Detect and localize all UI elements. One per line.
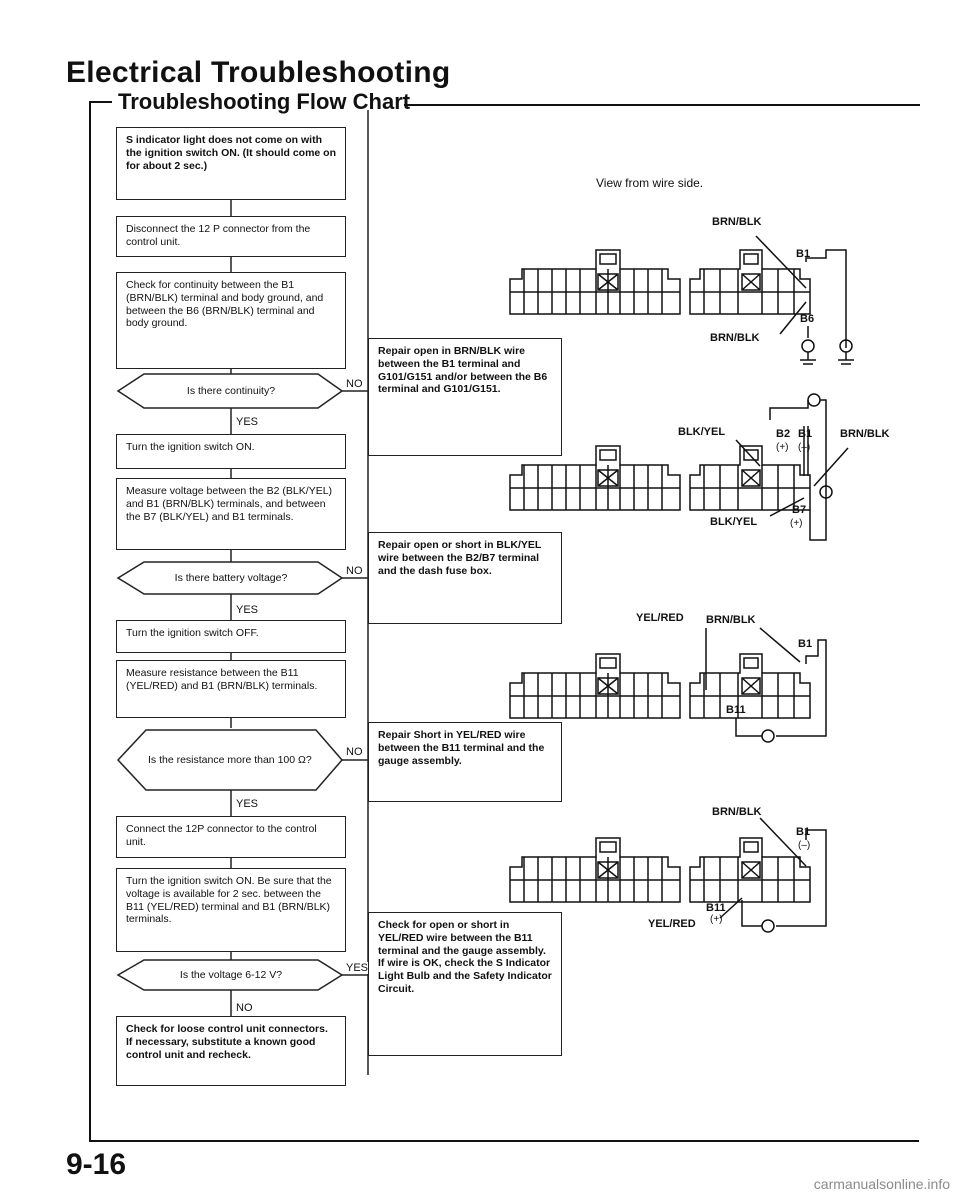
connector-12p-small-4 [689, 837, 811, 903]
connector-12p-large-2 [509, 445, 681, 511]
step-check-control-unit: Check for loose control unit connectors.… [116, 1016, 346, 1086]
d3-label-yel-red: YEL/RED [636, 612, 684, 624]
page-title: Electrical Troubleshooting [66, 56, 451, 89]
diagram4-wires [719, 817, 827, 933]
d3-label-b11: B11 [726, 704, 746, 716]
page-number: 9-16 [66, 1148, 127, 1181]
answer-no-1: NO [346, 378, 363, 390]
step-disconnect: Disconnect the 12 P connector from the c… [116, 216, 346, 257]
decision-diamond-4 [116, 959, 344, 991]
subtitle-rule-left [90, 101, 112, 103]
d2-label-b2: B2 [776, 428, 791, 440]
step-ignition-on: Turn the ignition switch ON. [116, 434, 346, 469]
step-symptom: S indicator light does not come on with … [116, 127, 346, 200]
step-measure-resistance: Measure resistance between the B11 (YEL/… [116, 660, 346, 718]
decision-diamond-2 [116, 561, 344, 595]
section-subtitle: Troubleshooting Flow Chart [118, 89, 411, 114]
d1-label-brn-blk-top: BRN/BLK [712, 216, 762, 228]
d3-label-brn-blk: BRN/BLK [706, 614, 756, 626]
d2-label-b2-polarity: (+) [776, 442, 789, 453]
answer-yes-2: YES [236, 604, 259, 616]
answer-yes-1: YES [236, 416, 259, 428]
d2-label-blk-yel-bottom: BLK/YEL [710, 516, 758, 528]
d4-label-yel-red: YEL/RED [648, 918, 696, 930]
connector-12p-large-4 [509, 837, 681, 903]
repair-yel-red-short: Repair Short in YEL/RED wire between the… [368, 722, 562, 802]
d2-label-blk-yel-top: BLK/YEL [678, 426, 726, 438]
connector-12p-small-3 [689, 653, 811, 719]
connector-12p-small-1 [689, 249, 811, 315]
d1-label-brn-blk-bottom: BRN/BLK [710, 332, 760, 344]
d2-label-b1: B1 [798, 428, 813, 440]
step-measure-voltage: Measure voltage between the B2 (BLK/YEL)… [116, 478, 346, 550]
question-continuity: Is there continuity? [186, 385, 276, 397]
answer-yes-3: YES [236, 798, 259, 810]
view-note: View from wire side. [596, 176, 704, 190]
diagram1-wires [755, 235, 854, 365]
question-resistance: Is the resistance more than 100 Ω? [148, 754, 312, 766]
connector-12p-large-1 [509, 249, 681, 315]
d2-label-b1-polarity: (–) [798, 442, 811, 453]
step-verify-voltage: Turn the ignition switch ON. Be sure tha… [116, 868, 346, 952]
step-continuity-check: Check for continuity between the B1 (BRN… [116, 272, 346, 369]
diagram2-wires [735, 393, 849, 541]
d2-label-brn-blk: BRN/BLK [840, 428, 890, 440]
d4-label-b11: B11 [706, 902, 726, 914]
question-battery-voltage: Is there battery voltage? [174, 572, 288, 584]
d4-label-b11-polarity: (+) [710, 914, 723, 925]
left-border [89, 101, 91, 1141]
decision-diamond-1 [116, 373, 344, 409]
d3-label-b1: B1 [798, 638, 813, 650]
subtitle-rule-right [404, 104, 920, 106]
check-yel-red-open-short: Check for open or short in YEL/RED wire … [368, 912, 562, 1056]
connector-12p-large-3 [509, 653, 681, 719]
d4-label-b1: B1 [796, 826, 811, 838]
step-connect-connector: Connect the 12P connector to the control… [116, 816, 346, 858]
d2-label-b7: B7 [792, 504, 807, 516]
d1-label-b6: B6 [800, 313, 815, 325]
repair-brn-blk-open: Repair open in BRN/BLK wire between the … [368, 338, 562, 456]
d4-label-b1-polarity: (–) [798, 840, 811, 851]
answer-yes-4: YES [346, 962, 369, 974]
d1-label-b1: B1 [796, 248, 811, 260]
repair-blk-yel: Repair open or short in BLK/YEL wire bet… [368, 532, 562, 624]
decision-diamond-3 [116, 729, 343, 791]
watermark: carmanualsonline.info [813, 1176, 950, 1192]
step-ignition-off: Turn the ignition switch OFF. [116, 620, 346, 653]
answer-no-4: NO [236, 1002, 253, 1014]
d4-label-brn-blk: BRN/BLK [712, 806, 762, 818]
answer-no-2: NO [346, 565, 363, 577]
diagram3-wires [705, 627, 827, 743]
bottom-border [89, 1140, 919, 1142]
answer-no-3: NO [346, 746, 363, 758]
question-voltage-range: Is the voltage 6-12 V? [179, 969, 283, 981]
d2-label-b7-polarity: (+) [790, 518, 803, 529]
